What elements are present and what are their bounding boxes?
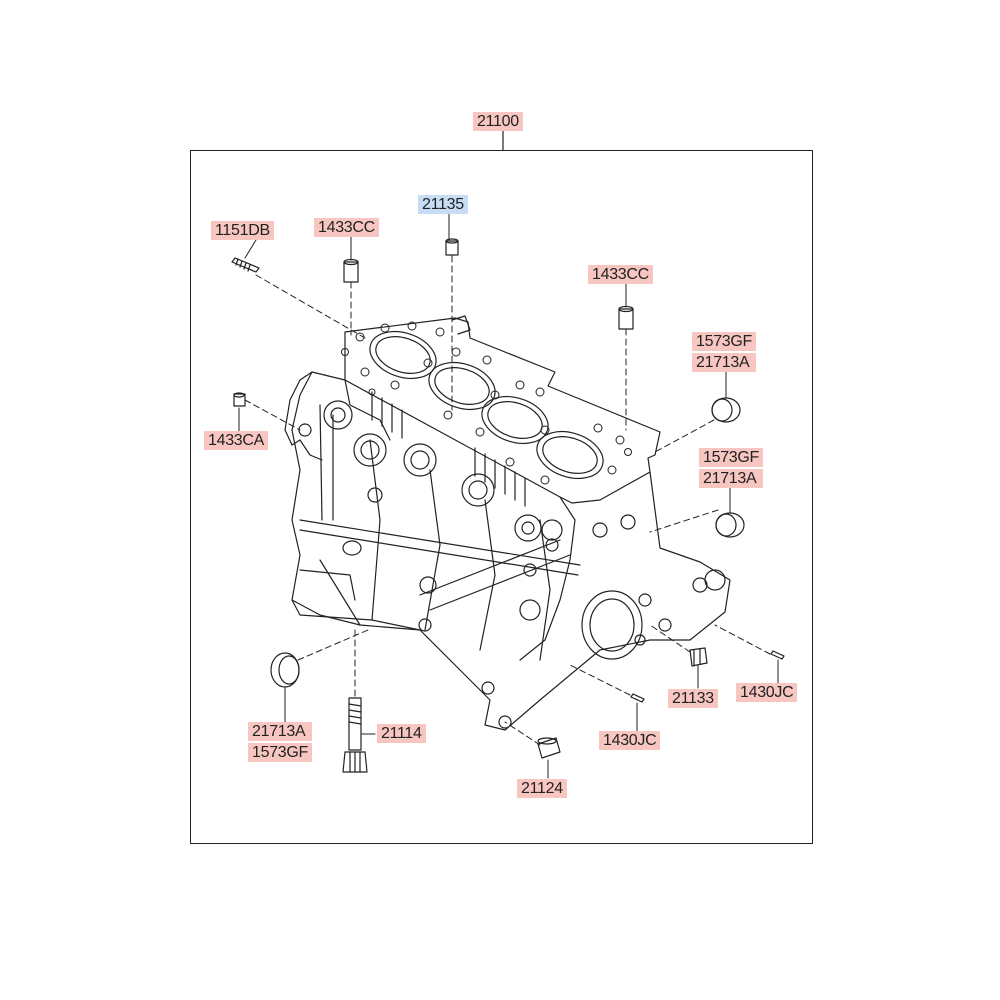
plug-lower-right	[715, 512, 745, 538]
stud-1151DB	[231, 257, 260, 273]
callout-21713A-upper[interactable]: 21713A	[692, 353, 757, 372]
callout-1433CC-right[interactable]: 1433CC	[588, 265, 653, 284]
callout-1573GF-lower[interactable]: 1573GF	[699, 448, 764, 467]
callout-21713A-left[interactable]: 21713A	[248, 722, 313, 741]
dowel-1433CC-b	[618, 305, 634, 330]
callout-group-plug-lower: 1573GF 21713A	[699, 448, 764, 488]
callout-1151DB[interactable]: 1151DB	[211, 221, 274, 240]
cylinder-block	[284, 315, 731, 731]
assembly-frame	[190, 150, 813, 844]
callout-21713A-lower[interactable]: 21713A	[699, 469, 764, 488]
bolt-21114	[342, 697, 368, 773]
pin-1430JC-b	[630, 693, 645, 703]
plug-21133	[689, 647, 708, 667]
callout-21100[interactable]: 21100	[473, 112, 523, 131]
callout-group-plug-upper: 1573GF 21713A	[692, 332, 757, 372]
callout-1430JC-center[interactable]: 1430JC	[599, 731, 661, 750]
callout-group-plug-left: 21713A 1573GF	[248, 722, 313, 762]
leader-lines	[238, 213, 779, 779]
callout-21124[interactable]: 21124	[517, 779, 567, 798]
plug-lower-left	[270, 652, 300, 688]
plug-upper-right	[711, 397, 741, 423]
callout-1430JC-right[interactable]: 1430JC	[736, 683, 798, 702]
callout-21114[interactable]: 21114	[377, 724, 426, 743]
bushing-21124	[537, 737, 561, 759]
callout-1573GF-upper[interactable]: 1573GF	[692, 332, 757, 351]
callout-21135[interactable]: 21135	[418, 195, 468, 214]
callout-1433CC-top-left[interactable]: 1433CC	[314, 218, 379, 237]
callout-1433CA[interactable]: 1433CA	[204, 431, 269, 450]
pin-1430JC-a	[770, 650, 785, 660]
callout-1573GF-left[interactable]: 1573GF	[248, 743, 313, 762]
sleeve-21135	[445, 238, 459, 256]
callout-21133[interactable]: 21133	[668, 689, 718, 708]
